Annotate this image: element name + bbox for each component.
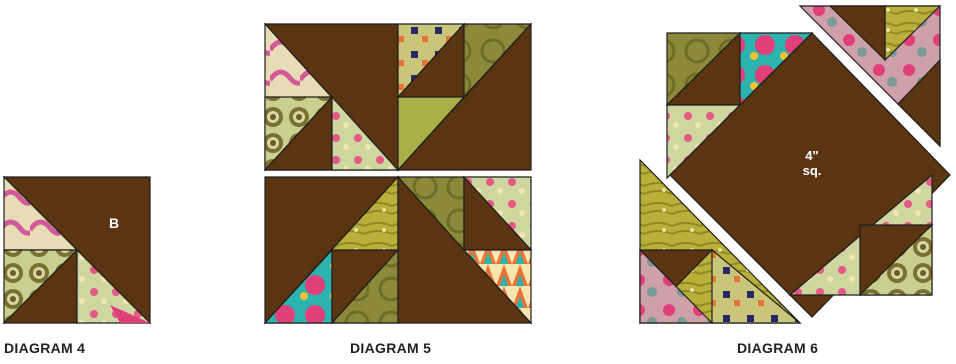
diagram-5-caption: DIAGRAM 5 [350, 340, 431, 356]
diagram-6-caption: DIAGRAM 6 [737, 340, 818, 356]
diagram-5-bottom-block [265, 177, 531, 323]
diagram-5-top-block [265, 24, 531, 170]
diagram-4-caption: DIAGRAM 4 [4, 340, 85, 356]
diagram-4-quilt-block [4, 177, 150, 323]
diagram-6-center-label-line2: sq. [803, 163, 822, 178]
diagram-6-center-label-line1: 4" [805, 148, 818, 163]
diagram-4-label: B [109, 215, 119, 231]
diagram-6-group [640, 6, 950, 323]
